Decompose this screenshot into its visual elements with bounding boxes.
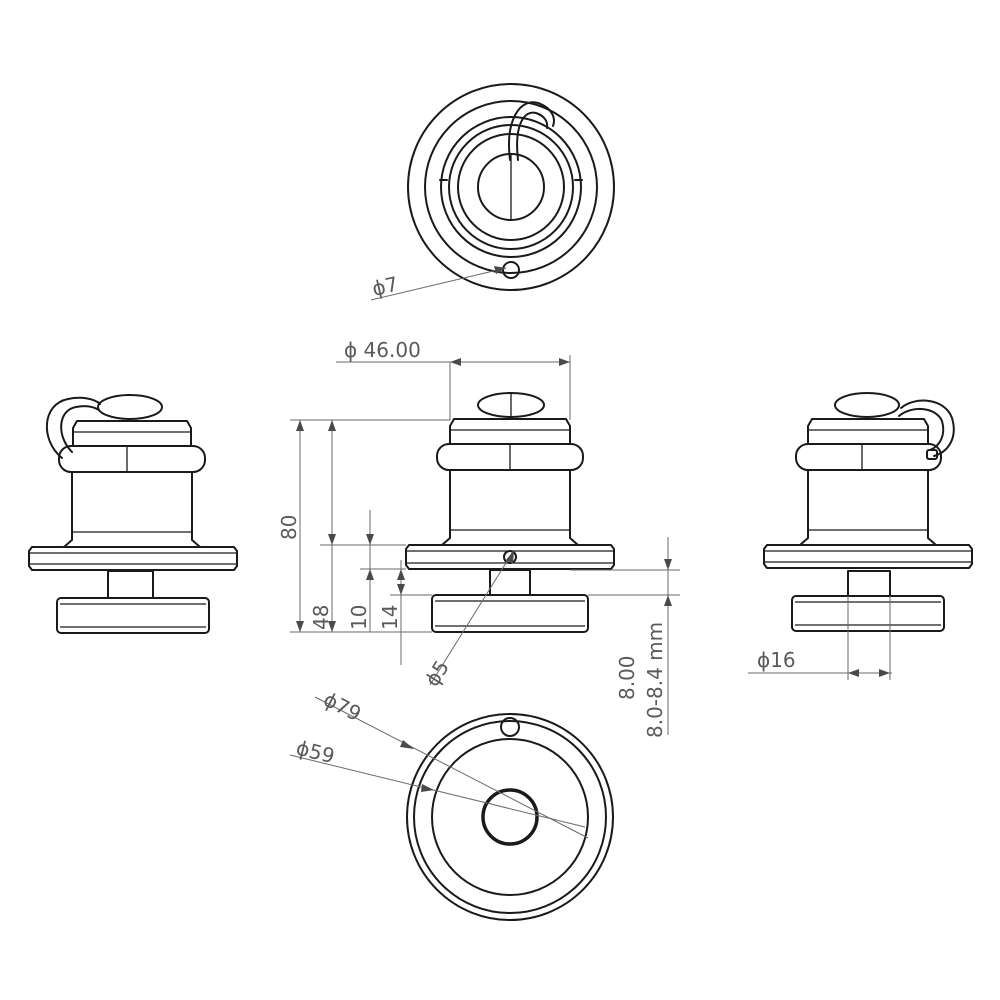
dim-top-hole: ϕ7 — [370, 266, 507, 301]
dim-height-10: 10 — [347, 510, 406, 632]
left-view — [28, 394, 238, 634]
center-bore — [481, 788, 539, 846]
dim-inner-diameter-label: ϕ59 — [294, 736, 337, 769]
dim-hole-5: ϕ5 — [420, 549, 515, 691]
dim-hole-5-label: ϕ5 — [420, 656, 454, 691]
dim-height-14-label: 14 — [378, 605, 402, 630]
dim-shaft-diameter: ϕ16 — [748, 596, 892, 680]
center-view — [405, 392, 615, 633]
dim-outer-diameter: ϕ79 — [314, 687, 589, 839]
dim-height-10-label: 10 — [347, 605, 371, 630]
dim-top-hole-label: ϕ7 — [370, 272, 401, 301]
top-hole — [502, 261, 520, 279]
bottom-hole — [500, 717, 520, 737]
dim-height-48-label: 48 — [309, 605, 333, 630]
dim-gap-range-label: 8.0-8.4 mm — [643, 622, 667, 738]
side-hole — [503, 550, 517, 564]
dim-height-48: 48 — [309, 420, 406, 632]
dim-outer-diameter-label: ϕ79 — [320, 687, 365, 726]
dim-gap-label: 8.00 — [615, 655, 639, 700]
right-view — [763, 392, 973, 632]
bottom-view — [406, 713, 614, 921]
dim-shaft-diameter-label: ϕ16 — [757, 648, 796, 672]
dim-height-14: 14 — [378, 560, 432, 665]
dim-height-total: 80 — [277, 419, 450, 633]
dim-height-total-label: 80 — [277, 515, 301, 540]
top-view — [407, 83, 615, 291]
dim-gap: 8.00 8.0-8.4 mm — [570, 537, 680, 738]
dim-top-diameter: ϕ 46.00 — [336, 338, 571, 420]
dim-top-diameter-label: ϕ 46.00 — [344, 338, 421, 362]
